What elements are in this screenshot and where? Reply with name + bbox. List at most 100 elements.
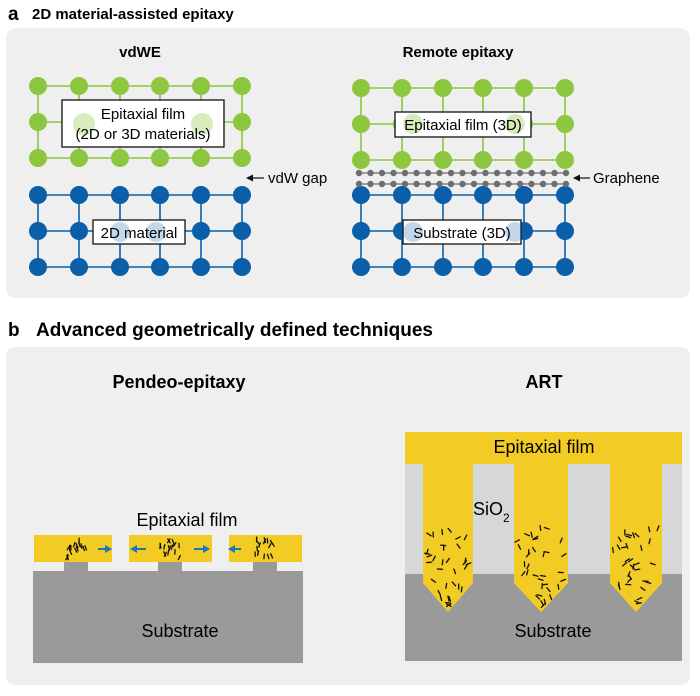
remote-substrate-atom	[352, 258, 370, 276]
remote-film-atom	[556, 79, 574, 97]
vdwe-2d-material-atom	[29, 222, 47, 240]
vdwe-film-atom	[111, 77, 129, 95]
pendeo-substrate	[33, 571, 303, 663]
pendeo-film-label: Epitaxial film	[136, 510, 237, 530]
graphene-atom	[459, 181, 465, 187]
remote-substrate-label-box: Substrate (3D)	[403, 220, 525, 244]
vdwe-2d-material-atom	[192, 222, 210, 240]
vdwe-2d-material-atom	[151, 186, 169, 204]
remote-film-atom	[393, 151, 411, 169]
graphene-atom	[448, 181, 454, 187]
vdwe-film-atom	[29, 149, 47, 167]
vdwe-film-atom	[233, 113, 251, 131]
vdwe-film-label-line1: Epitaxial film	[101, 106, 185, 123]
remote-film-atom	[474, 79, 492, 97]
remote-substrate-atom	[556, 186, 574, 204]
panel-a-background	[6, 28, 690, 298]
art-substrate-label: Substrate	[514, 621, 591, 641]
vdwe-film-atom	[151, 149, 169, 167]
vdwe-2d-material-atom	[111, 186, 129, 204]
graphene-atom	[563, 170, 569, 176]
pendeo-dislocation-mark	[267, 538, 268, 542]
graphene-atom	[540, 170, 546, 176]
vdwe-2d-material-label-box: 2D material	[93, 220, 185, 244]
graphene-atom	[367, 170, 373, 176]
remote-substrate-atom	[393, 258, 411, 276]
remote-substrate-atom	[352, 222, 370, 240]
vdwe-2d-material-atom	[29, 258, 47, 276]
art-dislocation-mark	[442, 530, 443, 535]
art-dislocation-mark	[442, 560, 443, 565]
pendeo-substrate-label: Substrate	[141, 621, 218, 641]
remote-film-atom	[393, 79, 411, 97]
graphene-atom	[436, 170, 442, 176]
graphene-atom	[367, 181, 373, 187]
graphene-atom	[379, 181, 385, 187]
pendeo-seed-column	[158, 561, 182, 572]
art-dislocation-mark	[540, 526, 541, 531]
graphene-atom	[356, 181, 362, 187]
art-dislocation-mark	[613, 548, 614, 553]
remote-substrate-atom	[556, 222, 574, 240]
graphene-atom	[517, 181, 523, 187]
vdwe-film-atom	[29, 113, 47, 131]
vdwe-2d-material-atom	[233, 222, 251, 240]
graphene-atom	[505, 181, 511, 187]
graphene-atom	[390, 170, 396, 176]
panel-b-letter: b	[8, 320, 20, 341]
pendeo-dislocation-mark	[264, 538, 265, 542]
vdwe-2d-material-atom	[70, 222, 88, 240]
graphene-atom	[425, 170, 431, 176]
vdwe-2d-material-atom	[233, 258, 251, 276]
graphene-atom	[471, 181, 477, 187]
art-dislocation-mark	[461, 587, 462, 592]
pendeo-epitaxy-title: Pendeo-epitaxy	[112, 372, 245, 392]
vdwe-film-atom	[233, 77, 251, 95]
graphene-atom	[390, 181, 396, 187]
vdwe-2d-material-atom	[192, 186, 210, 204]
pendeo-dislocation-mark	[81, 544, 82, 548]
remote-substrate-atom	[474, 186, 492, 204]
remote-film-atom	[352, 79, 370, 97]
vdwe-film-atom	[70, 149, 88, 167]
graphene-atom	[540, 181, 546, 187]
vdwe-film-atom	[233, 149, 251, 167]
art-title: ART	[526, 372, 563, 392]
remote-substrate-atom	[393, 186, 411, 204]
remote-substrate-atom	[434, 186, 452, 204]
vdwe-2d-material-atom	[151, 258, 169, 276]
graphene-atom	[448, 170, 454, 176]
remote-film-atom	[556, 115, 574, 133]
remote-substrate-atom	[352, 186, 370, 204]
remote-film-label-box: Epitaxial film (3D)	[395, 112, 531, 137]
panel-a-title: 2D material-assisted epitaxy	[32, 6, 234, 23]
graphene-atom	[436, 181, 442, 187]
graphene-atom	[494, 181, 500, 187]
remote-substrate-atom	[474, 258, 492, 276]
graphene-atom	[482, 170, 488, 176]
graphene-atom	[402, 181, 408, 187]
graphene-atom	[551, 181, 557, 187]
graphene-atom	[459, 170, 465, 176]
remote-substrate-atom	[434, 258, 452, 276]
graphene-atom	[563, 181, 569, 187]
vdwe-2d-material-atom	[233, 186, 251, 204]
art-dislocation-mark	[543, 584, 548, 585]
vdwe-film-atom	[111, 149, 129, 167]
art-dislocation-mark	[622, 547, 627, 548]
graphene-atom	[356, 170, 362, 176]
art-dislocation-mark	[635, 569, 640, 570]
graphene-atom	[517, 170, 523, 176]
pendeo-seed-column	[253, 561, 277, 572]
graphene-atom	[551, 170, 557, 176]
remote-film-atom	[434, 151, 452, 169]
vdwe-film-atom	[70, 77, 88, 95]
vdwe-film-atom	[151, 77, 169, 95]
graphene-atom	[528, 181, 534, 187]
vdwe-2d-material-atom	[111, 258, 129, 276]
vdwe-2d-material-atom	[192, 258, 210, 276]
remote-substrate-atom	[515, 258, 533, 276]
remote-substrate-atom	[556, 258, 574, 276]
vdwe-2d-material-atom	[29, 186, 47, 204]
